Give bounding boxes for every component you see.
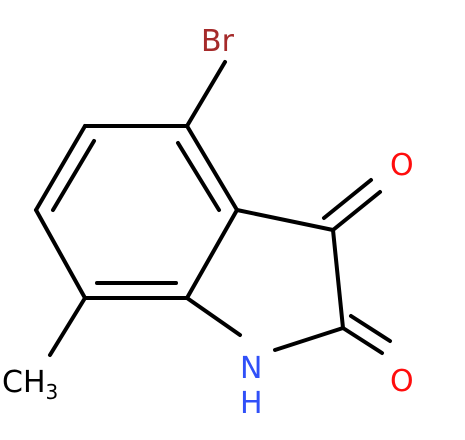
bond-inner-c6-c5 xyxy=(51,139,96,212)
bond-c4a-c7a xyxy=(185,208,239,300)
atom-oxygen-amide: O xyxy=(390,364,414,399)
bond-c4-br xyxy=(185,60,227,128)
atom-nitrogen: N xyxy=(240,351,262,386)
bond-c3-o-b xyxy=(322,178,373,220)
bond-c2-n1 xyxy=(273,326,345,352)
bond-c7-c6 xyxy=(34,208,87,300)
bond-n1-c7a xyxy=(185,296,242,337)
bond-c2-o-a xyxy=(341,326,384,355)
methyl-ch: CH xyxy=(2,365,46,400)
methyl-subscript: 3 xyxy=(46,380,59,404)
bond-c7-ch3 xyxy=(48,296,87,357)
bond-c6-c5 xyxy=(34,124,87,212)
atom-bromine: Br xyxy=(201,24,235,59)
bond-c2-o-b xyxy=(349,314,392,343)
atom-hydrogen: H xyxy=(240,386,263,421)
atom-methyl: CH3 xyxy=(2,365,58,404)
bond-c3-c2 xyxy=(331,228,345,330)
bond-inner-c4-c4a xyxy=(176,141,221,212)
bond-c4a-c3 xyxy=(235,208,335,232)
bond-c3-o-a xyxy=(331,190,382,232)
atom-labels: Br O O N H CH3 xyxy=(2,24,414,421)
bond-c4-c4a xyxy=(185,124,239,212)
bond-group xyxy=(34,60,392,357)
atom-oxygen-ketone: O xyxy=(390,148,414,183)
